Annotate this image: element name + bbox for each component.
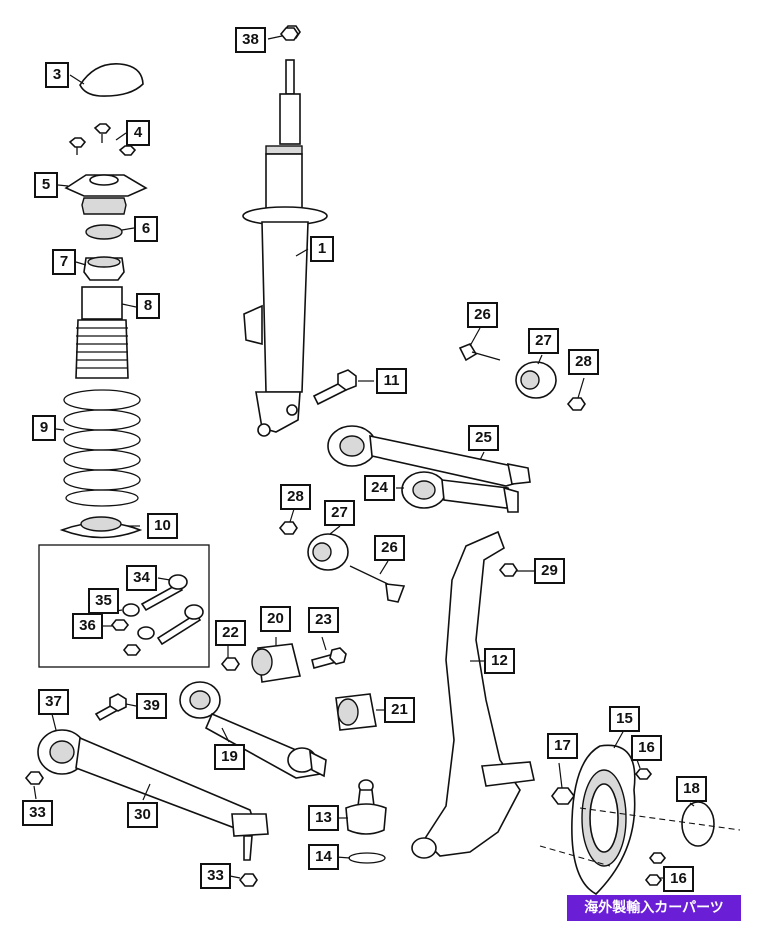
part-25-upper-arm	[327, 425, 531, 487]
callout-39[interactable]: 39	[136, 693, 167, 719]
callout-34[interactable]: 34	[126, 565, 157, 591]
callout-20[interactable]: 20	[260, 606, 291, 632]
part-28-nut-lower	[278, 521, 298, 535]
part-33-nut-right	[238, 873, 258, 887]
part-13-ball-joint	[345, 779, 387, 835]
part-1-strut	[242, 25, 328, 437]
part-23-bolt	[311, 647, 347, 669]
callout-37[interactable]: 37	[38, 689, 69, 715]
bushing-kit-box	[38, 544, 210, 668]
callout-13[interactable]: 13	[308, 805, 339, 831]
callout-18[interactable]: 18	[676, 776, 707, 802]
callout-26-upper[interactable]: 26	[467, 302, 498, 328]
part-19-tension-strut	[179, 681, 327, 779]
part-26-cam-bolt-upper	[458, 343, 501, 362]
part-29-nut	[498, 563, 518, 577]
watermark-banner: 海外製輸入カーパーツ	[567, 895, 741, 921]
callout-10[interactable]: 10	[147, 513, 178, 539]
callout-22[interactable]: 22	[215, 620, 246, 646]
callout-4[interactable]: 4	[126, 120, 150, 146]
callout-27-upper[interactable]: 27	[528, 328, 559, 354]
part-28-nut-upper	[566, 397, 586, 411]
callout-6[interactable]: 6	[134, 216, 158, 242]
callout-28-upper[interactable]: 28	[568, 349, 599, 375]
callout-24[interactable]: 24	[364, 475, 395, 501]
callout-30[interactable]: 30	[127, 802, 158, 828]
callout-12[interactable]: 12	[484, 648, 515, 674]
part-6-bearing	[85, 224, 123, 240]
part-39-bolt	[94, 693, 127, 722]
part-33-nut-left	[24, 771, 44, 785]
callout-9[interactable]: 9	[32, 415, 56, 441]
callout-25[interactable]: 25	[468, 425, 499, 451]
callout-35[interactable]: 35	[88, 588, 119, 614]
callout-17[interactable]: 17	[547, 733, 578, 759]
callout-16-lower[interactable]: 16	[663, 866, 694, 892]
part-12-knuckle	[411, 530, 535, 859]
callout-33-right[interactable]: 33	[200, 863, 231, 889]
part-24-upper-arm	[401, 471, 519, 513]
callout-19[interactable]: 19	[214, 744, 245, 770]
callout-1[interactable]: 1	[310, 236, 334, 262]
part-4-nuts	[68, 123, 137, 156]
callout-8[interactable]: 8	[136, 293, 160, 319]
callout-16-upper[interactable]: 16	[631, 735, 662, 761]
callout-3[interactable]: 3	[45, 62, 69, 88]
part-21-bushing	[335, 693, 377, 731]
part-15-dust-shield	[571, 744, 636, 895]
callout-38[interactable]: 38	[235, 27, 266, 53]
callout-7[interactable]: 7	[52, 249, 76, 275]
part-20-bushing	[251, 643, 301, 683]
part-8-dust-boot	[75, 286, 129, 379]
part-30-lower-arm	[37, 729, 269, 861]
callout-28-lower[interactable]: 28	[280, 484, 311, 510]
callout-27-lower[interactable]: 27	[324, 500, 355, 526]
part-16-bolt-upper	[634, 768, 653, 780]
part-17-nut	[551, 787, 575, 805]
part-38-nut	[279, 27, 299, 41]
callout-29[interactable]: 29	[534, 558, 565, 584]
part-3-cap	[79, 63, 144, 97]
part-16-bolt-lower-b	[644, 874, 663, 886]
part-11-bolt	[312, 369, 357, 406]
part-27-bushing-upper	[515, 361, 557, 399]
callout-23[interactable]: 23	[308, 607, 339, 633]
callout-33-left[interactable]: 33	[22, 800, 53, 826]
callout-36[interactable]: 36	[72, 613, 103, 639]
part-26-cam-bolt-lower	[349, 565, 406, 603]
spring-assembly	[59, 63, 148, 539]
part-9-coil-spring	[63, 389, 141, 507]
part-14-ring	[348, 852, 386, 864]
part-22-nut	[220, 657, 240, 671]
part-18-cap	[681, 801, 715, 847]
callout-5[interactable]: 5	[34, 172, 58, 198]
callout-15[interactable]: 15	[609, 706, 640, 732]
part-27-bushing-lower	[307, 533, 349, 571]
callout-26-lower[interactable]: 26	[374, 535, 405, 561]
callout-21[interactable]: 21	[384, 697, 415, 723]
part-16-bolt-lower-a	[648, 852, 667, 864]
callout-11[interactable]: 11	[376, 368, 407, 394]
callout-14[interactable]: 14	[308, 844, 339, 870]
